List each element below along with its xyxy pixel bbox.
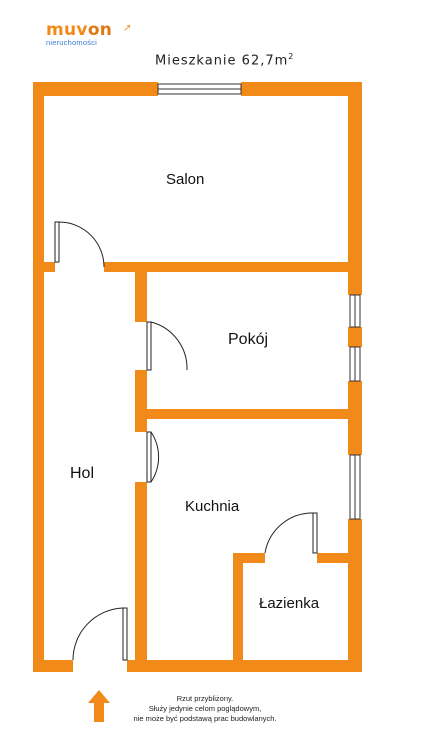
door-lazienka-leaf xyxy=(312,512,318,554)
plan-title-superscript: 2 xyxy=(288,52,295,61)
room-label-hol: Hol xyxy=(70,465,95,482)
wall-right-1 xyxy=(348,82,362,295)
room-label-kuchnia: Kuchnia xyxy=(185,498,240,515)
plan-title: Mieszkanie 62,7m2 xyxy=(155,52,294,68)
door-salon-swing xyxy=(58,221,105,268)
brand-logo: muvon ↗ nieruchomości xyxy=(46,20,131,47)
wall-right-4 xyxy=(348,519,362,672)
brand-name-prefix: muv xyxy=(46,20,88,40)
room-label-salon: Salon xyxy=(166,171,205,188)
wall-right-2 xyxy=(348,327,362,347)
doors xyxy=(54,221,318,661)
wall-bottom-right xyxy=(127,660,362,672)
room-label-pokoj: Pokój xyxy=(228,331,269,348)
door-salon-leaf xyxy=(54,221,60,263)
wall-hol-1 xyxy=(135,272,147,322)
wall-right-3 xyxy=(348,381,362,455)
door-entrance-leaf xyxy=(122,607,128,661)
wall-lazienka-top-right xyxy=(317,553,348,563)
plan-title-text: Mieszkanie 62,7m xyxy=(155,53,289,69)
walls xyxy=(33,82,362,672)
room-label-lazienka: Łazienka xyxy=(259,595,320,612)
windows xyxy=(157,83,361,520)
door-kuchnia-swing xyxy=(150,431,160,483)
brand-name-suffix: on xyxy=(87,20,113,40)
door-entrance-swing xyxy=(72,607,124,661)
wall-lazienka-left xyxy=(233,553,243,660)
brand-name: muvon xyxy=(46,20,112,40)
disclaimer-line-3: nie może być podstawą prac budowlanych. xyxy=(133,714,277,723)
wall-pokoj-bottom xyxy=(147,409,348,419)
door-kuchnia-leaf xyxy=(146,431,152,483)
wall-hol-2 xyxy=(135,370,147,432)
wall-top-left xyxy=(33,82,158,96)
brand-tagline: nieruchomości xyxy=(46,38,97,47)
door-lazienka-swing xyxy=(264,512,314,554)
wall-left xyxy=(33,82,44,672)
wall-top-right xyxy=(241,82,362,96)
door-pokoj-swing xyxy=(150,321,188,371)
wall-salon-stub xyxy=(44,262,55,272)
disclaimer-line-1: Rzut przybliżony. xyxy=(176,694,234,703)
up-arrow-icon xyxy=(88,690,110,722)
wall-bottom-left xyxy=(33,660,73,672)
wall-hol-3 xyxy=(135,482,147,660)
brand-mark-icon: ↗ xyxy=(123,23,132,34)
wall-salon-bottom xyxy=(104,262,348,272)
disclaimer-note: Rzut przybliżony. Służy jedynie celom po… xyxy=(120,694,290,724)
door-pokoj-leaf xyxy=(146,321,152,371)
disclaimer-line-2: Służy jedynie celom poglądowym, xyxy=(148,704,262,713)
wall-lazienka-top-left xyxy=(233,553,265,563)
